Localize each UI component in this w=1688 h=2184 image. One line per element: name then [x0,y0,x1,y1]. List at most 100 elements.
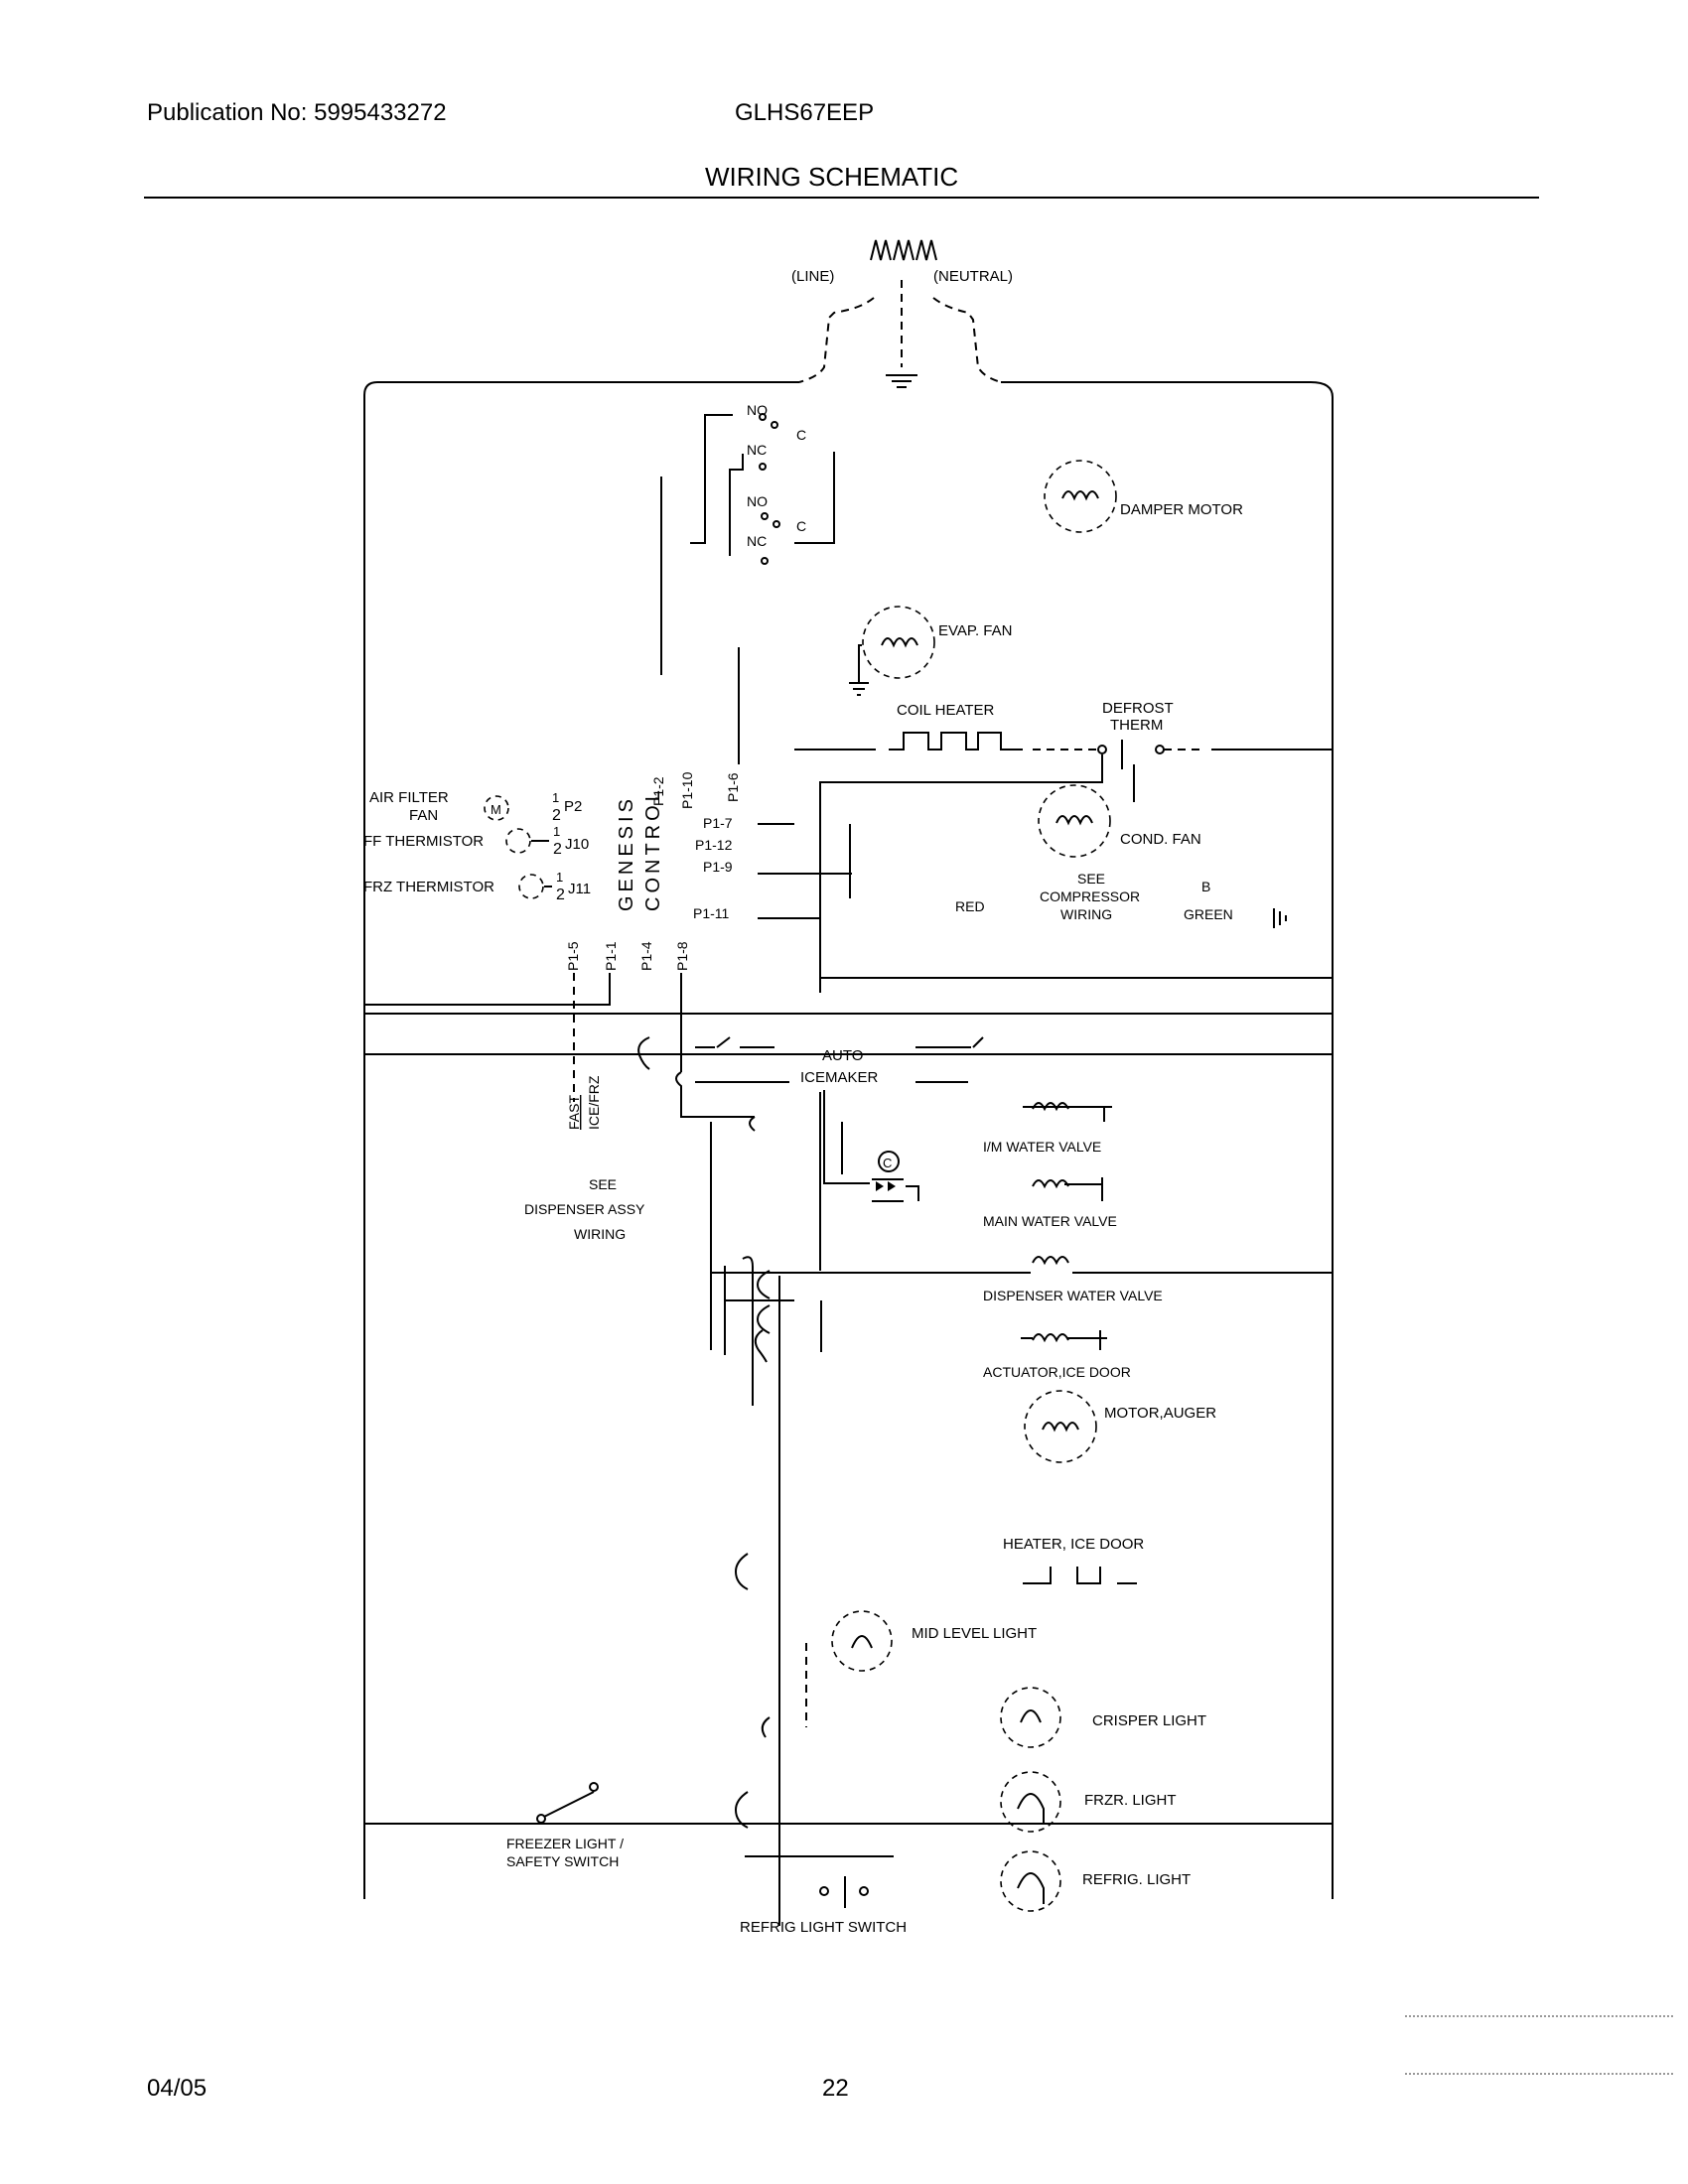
actuator-ice-door-label: ACTUATOR,ICE DOOR [983,1364,1131,1380]
freezer-light-switch-symbol [536,1782,599,1824]
refrig-light-symbol [1000,1850,1061,1912]
switch1-nc-label: NC [747,442,767,458]
p2-label: P2 [564,798,582,815]
freezer-light-label: FRZR. LIGHT [1084,1792,1177,1809]
air-filter-fan-symbol [484,795,509,821]
pin-p1-12: P1-12 [695,837,733,853]
c-symbol-label: C [883,1156,892,1170]
switch1-no-label: NO [747,402,768,418]
freezer-switch-label-1: FREEZER LIGHT / [506,1836,624,1851]
frz-thermistor-label: FRZ THERMISTOR [363,879,494,895]
heater-ice-door-symbol [1023,1567,1137,1584]
pin-p1-10: P1-10 [679,771,695,809]
switch2-c-label: C [796,518,806,534]
lower-bus [734,1553,894,1857]
control-label: CONTROL [642,786,664,911]
refrig-switch-label: REFRIG LIGHT SWITCH [740,1919,907,1936]
refrig-light-switch-symbol [819,1876,869,1908]
ff-thermistor-label: FF THERMISTOR [363,833,484,850]
j11-pin2: 2 [556,887,565,903]
pin-p1-2: P1-2 [650,776,666,806]
coil-heater-symbol [794,732,1023,751]
pin-p1-9: P1-9 [703,859,733,875]
pin-p1-7: P1-7 [703,815,733,831]
fast-label: FAST [566,1095,582,1130]
defrost-therm-label-2: THERM [1110,717,1163,734]
see-compressor-label-1: SEE [1077,871,1105,887]
page-number: 22 [822,2075,849,2102]
b-label: B [1201,879,1210,894]
line-label: (LINE) [791,268,834,285]
green-label: GREEN [1184,906,1233,922]
see-compressor-label-3: WIRING [1060,906,1112,922]
m-label: M [491,802,501,817]
page-title: WIRING SCHEMATIC [705,162,959,192]
freezer-light-symbol [1000,1771,1061,1833]
j11-label: J11 [568,881,591,897]
air-filter-label-1: AIR FILTER [369,789,449,806]
power-cord-plug [798,239,1002,388]
evap-fan-label: EVAP. FAN [938,622,1012,639]
j10-label: J10 [565,836,589,853]
pin-p1-11: P1-11 [693,905,730,921]
ice-frz-label: ICE/FRZ [586,1075,602,1130]
cond-fan-symbol [1038,784,1111,858]
publication-number: Publication No: 5995433272 [147,99,447,126]
coil-heater-label: COIL HEATER [897,702,995,719]
dispenser-water-valve-label: DISPENSER WATER VALVE [983,1288,1163,1303]
p2-pin1: 1 [552,790,559,805]
mid-level-light-label: MID LEVEL LIGHT [912,1625,1037,1642]
pin-p1-6: P1-6 [725,772,741,802]
freezer-switch-label-2: SAFETY SWITCH [506,1853,619,1869]
im-water-valve-label: I/M WATER VALVE [983,1139,1101,1155]
switch2-no-label: NO [747,493,768,509]
frz-thermistor-symbol [518,874,552,899]
title-rule [144,197,1539,199]
model-number: GLHS67EEP [735,99,875,126]
defrost-therm-label-1: DEFROST [1102,700,1174,717]
dispenser-water-valve-symbol [711,1256,1333,1274]
bottom-pin-wires [364,973,756,1132]
crisper-light-label: CRISPER LIGHT [1092,1712,1206,1729]
ground-small-symbol [1273,908,1287,928]
damper-motor-label: DAMPER MOTOR [1120,501,1243,518]
mid-level-light-symbol [831,1610,893,1672]
auger-motor-symbol [1024,1390,1097,1463]
pin-p1-4: P1-4 [638,941,654,971]
dotted-rule-2 [1405,2073,1673,2075]
pin-p1-5: P1-5 [565,941,581,971]
ff-thermistor-symbol [505,828,549,854]
switch2-nc-label: NC [747,533,767,549]
p2-pin2: 2 [552,807,561,824]
switch1-c-label: C [796,427,806,443]
cond-fan-label: COND. FAN [1120,831,1201,848]
refrig-light-label: REFRIG. LIGHT [1082,1871,1191,1888]
pin-p1-8: P1-8 [674,941,690,971]
ground-symbol [886,374,917,388]
icemaker-switches [695,1036,984,1083]
defrost-therm-symbol [819,740,1333,993]
see-dispenser-label-2: DISPENSER ASSY [524,1201,645,1217]
damper-motor-symbol [1044,460,1117,533]
red-label: RED [955,898,985,914]
see-dispenser-label-1: SEE [589,1176,617,1192]
genesis-label: GENESIS [616,795,637,911]
icemaker-internal [710,1090,919,1350]
footer-date: 04/05 [147,2075,208,2102]
j11-pin1: 1 [556,870,563,885]
dotted-rule-1 [1405,2015,1673,2017]
pin-p1-1: P1-1 [603,941,619,971]
evap-fan-symbol [849,606,935,696]
main-water-valve-symbol [1032,1177,1103,1201]
see-compressor-label-2: COMPRESSOR [1040,888,1140,904]
im-water-valve-symbol [1023,1102,1112,1122]
auger-motor-label: MOTOR,AUGER [1104,1405,1216,1422]
switch-relay-top [660,413,835,675]
crisper-light-symbol [1000,1687,1061,1748]
j10-pin2: 2 [553,841,562,858]
j10-pin1: 1 [553,824,560,839]
see-dispenser-label-3: WIRING [574,1226,626,1242]
auto-label: AUTO [822,1047,863,1064]
heater-ice-door-label: HEATER, ICE DOOR [1003,1536,1144,1553]
